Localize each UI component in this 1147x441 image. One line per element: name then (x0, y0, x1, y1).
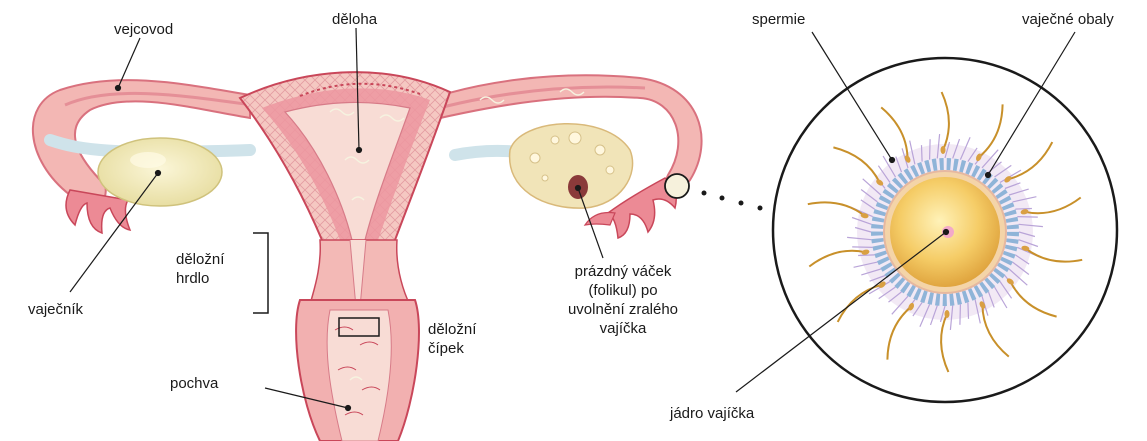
vagina (296, 300, 419, 441)
cervix-bracket (253, 233, 268, 313)
label-jadro-vajicka: jádro vajíčka (670, 404, 754, 423)
label-vejcovod: vejcovod (114, 20, 173, 39)
label-deloha: děloha (332, 10, 377, 29)
label-delozni-hrdlo: děložní hrdlo (176, 250, 224, 288)
right-ovary (455, 124, 633, 208)
corona-strand (1015, 209, 1032, 210)
corona-strand (960, 304, 961, 324)
label-spermie: spermie (752, 10, 805, 29)
label-delozni-hrdlo-line2: hrdlo (176, 269, 224, 288)
corona-strand (852, 247, 872, 248)
label-prazdny-vacek: prázdný váček (folikul) po uvolnění zral… (548, 262, 698, 338)
corona-strand (922, 145, 923, 162)
corona-strand (1017, 217, 1037, 218)
label-delozni-cipek-line2: čípek (428, 339, 476, 358)
label-prazdny-vacek-line2: (folikul) po (548, 281, 698, 300)
label-prazdny-vacek-line1: prázdný váček (548, 262, 698, 281)
label-prazdny-vacek-line4: vajíčka (548, 319, 698, 338)
label-delozni-cipek: děložní čípek (428, 320, 476, 358)
corona-strand (968, 302, 969, 319)
label-pochva: pochva (170, 374, 218, 393)
label-vajecne-obaly: vaječné obaly (1022, 10, 1114, 29)
uterus (240, 72, 450, 330)
label-vajecnik: vaječník (28, 300, 83, 319)
corona-strand (858, 255, 875, 256)
label-prazdny-vacek-line3: uvolnění zralého (548, 300, 698, 319)
corona-strand (930, 139, 931, 159)
label-delozni-cipek-line1: děložní (428, 320, 476, 339)
connection-dots (702, 191, 763, 211)
tube-egg-marker (665, 174, 689, 198)
label-delozni-hrdlo-line1: děložní (176, 250, 224, 269)
